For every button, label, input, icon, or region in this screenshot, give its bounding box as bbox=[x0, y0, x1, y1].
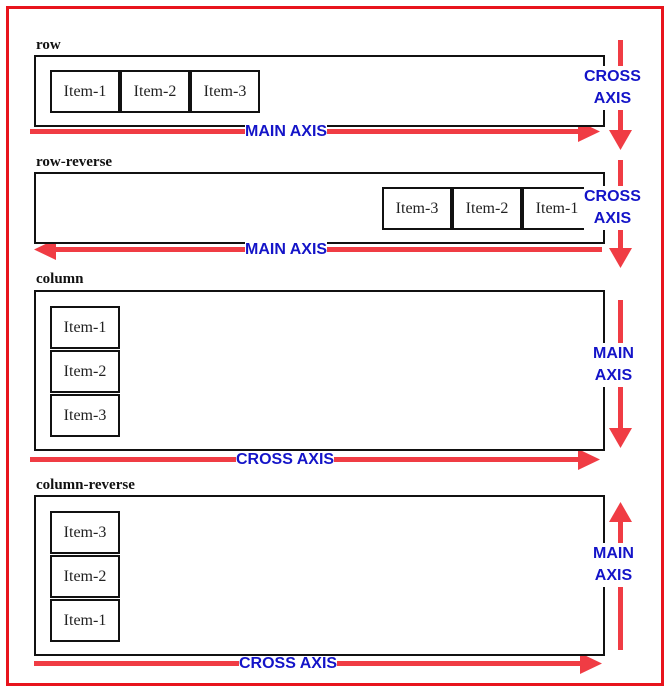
flex-item: Item-2 bbox=[50, 350, 120, 393]
flex-item: Item-2 bbox=[120, 70, 190, 113]
main-axis-label-line-1: MAIN bbox=[593, 545, 634, 562]
flex-container-column-reverse: Item-3 Item-2 Item-1 bbox=[34, 495, 605, 656]
main-axis-label-line-1: MAIN bbox=[593, 345, 634, 362]
section-title-column: column bbox=[36, 271, 84, 287]
cross-axis-label-line-2: AXIS bbox=[593, 90, 632, 107]
flex-item: Item-1 bbox=[522, 187, 592, 230]
flex-container-row: Item-1 Item-2 Item-3 bbox=[34, 55, 605, 127]
cross-axis-label: CROSS AXIS bbox=[236, 451, 335, 468]
main-axis-label: MAIN AXIS bbox=[593, 343, 634, 387]
section-title-row-reverse: row-reverse bbox=[36, 154, 113, 170]
cross-axis-label-line-2: AXIS bbox=[593, 210, 632, 227]
main-axis-label-line-2: AXIS bbox=[594, 367, 633, 384]
cross-axis-label: CROSS AXIS bbox=[239, 655, 338, 672]
flex-item: Item-1 bbox=[50, 70, 120, 113]
main-axis-label: MAIN AXIS bbox=[245, 123, 328, 140]
flex-item: Item-3 bbox=[50, 394, 120, 437]
flex-container-column: Item-1 Item-2 Item-3 bbox=[34, 290, 605, 451]
flex-container-row-reverse: Item-3 Item-2 Item-1 bbox=[34, 172, 605, 244]
cross-axis-label-line-1: CROSS bbox=[584, 188, 641, 205]
cross-axis-label: CROSS AXIS bbox=[584, 186, 641, 230]
main-axis-label: MAIN AXIS bbox=[245, 241, 328, 258]
flex-item: Item-2 bbox=[50, 555, 120, 598]
outer-frame bbox=[6, 6, 664, 686]
main-axis-label-line-2: AXIS bbox=[594, 567, 633, 584]
main-axis-label: MAIN AXIS bbox=[593, 543, 634, 587]
flex-item: Item-3 bbox=[382, 187, 452, 230]
section-title-column-reverse: column-reverse bbox=[36, 477, 135, 493]
flex-item: Item-3 bbox=[50, 511, 120, 554]
flex-item: Item-1 bbox=[50, 599, 120, 642]
cross-axis-label-line-1: CROSS bbox=[584, 68, 641, 85]
cross-axis-label: CROSS AXIS bbox=[584, 66, 641, 110]
section-title-row: row bbox=[36, 37, 61, 53]
flex-item: Item-1 bbox=[50, 306, 120, 349]
flex-item: Item-3 bbox=[190, 70, 260, 113]
flex-item: Item-2 bbox=[452, 187, 522, 230]
